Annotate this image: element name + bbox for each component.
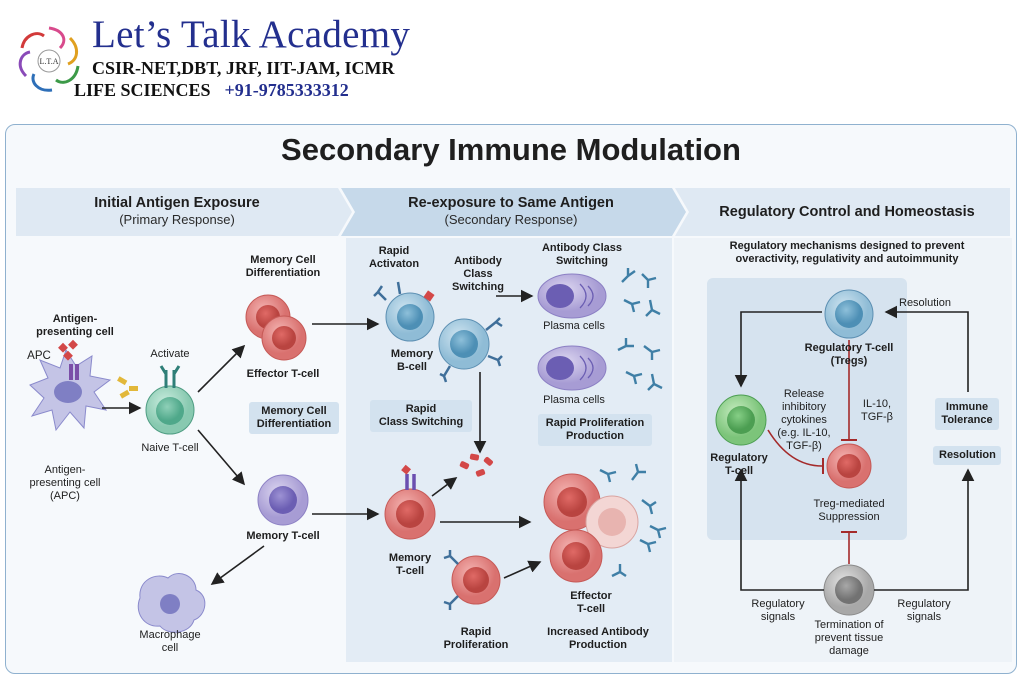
academy-logo: L.T.A bbox=[18, 26, 80, 92]
plasma-cell-1 bbox=[537, 273, 607, 319]
memory-tcell-label: Memory T-cell bbox=[246, 530, 320, 542]
memory-bcell bbox=[373, 281, 435, 342]
arrow-term-to-regt bbox=[734, 468, 824, 591]
naive-tcell bbox=[145, 365, 195, 435]
arrow-treg-to-regt bbox=[734, 311, 822, 388]
logo-text: L.T.A bbox=[40, 57, 59, 66]
section-3-title: Regulatory Control and Homeostasis bbox=[719, 204, 975, 220]
antibody-icons bbox=[599, 268, 667, 578]
plasma-cell-2 bbox=[537, 345, 607, 391]
apc-cell bbox=[29, 348, 112, 432]
treg-label: Regulatory T-cell(Tregs) bbox=[804, 342, 894, 367]
plasma-cells-label-1: Plasma cells bbox=[543, 320, 605, 332]
plasma-cells-label-2: Plasma cells bbox=[543, 394, 605, 406]
exam-list: CSIR-NET,DBT, JRF, IIT-JAM, ICMR bbox=[92, 58, 395, 78]
resolution-top-label: Resolution bbox=[899, 297, 951, 309]
activate-label: Activate bbox=[150, 348, 190, 360]
memory-tcell-primary bbox=[257, 474, 309, 526]
section-2-title: Re-exposure to Same Antigen bbox=[408, 195, 614, 211]
mhc-receptor bbox=[75, 364, 79, 380]
section-3-header-bg bbox=[675, 188, 1010, 236]
il10-label: IL-10,TGF-β bbox=[861, 398, 893, 423]
antigen-fragments bbox=[459, 453, 493, 477]
naive-tcell-label: Naive T-cell bbox=[141, 442, 199, 454]
subject-label: LIFE SCIENCES bbox=[74, 80, 211, 100]
resolution-box: Resolution bbox=[933, 446, 1001, 465]
apc-heading: Antigen-presenting cell bbox=[36, 313, 114, 338]
proliferating-tcell bbox=[443, 550, 501, 610]
arrow-naive-memory bbox=[197, 429, 246, 486]
regulatory-mechanisms-text: Regulatory mechanisms designed to preven… bbox=[729, 240, 965, 265]
bcell-class-switching bbox=[438, 317, 503, 383]
antigen-icon bbox=[58, 339, 78, 361]
arrow-memoryt-antigen bbox=[431, 477, 458, 497]
arrow-resolution-to-treg bbox=[884, 305, 969, 392]
antigen-icon bbox=[423, 290, 435, 302]
academy-name: Let’s Talk Academy bbox=[92, 13, 411, 56]
section-1-header-bg bbox=[16, 188, 352, 236]
apc-label: Antigen-presenting cell(APC) bbox=[29, 464, 101, 502]
inhibit-regt bbox=[767, 429, 823, 467]
suppressed-cell bbox=[826, 443, 872, 489]
memory-tcell-secondary bbox=[384, 464, 436, 540]
effector-tcell bbox=[245, 294, 307, 361]
arrow-naive-effector bbox=[197, 344, 246, 393]
arrow-term-to-resolution bbox=[874, 468, 975, 591]
treg-cell bbox=[824, 289, 874, 339]
section-1-title: Initial Antigen Exposure bbox=[94, 195, 260, 211]
macrophage-cell bbox=[137, 573, 206, 633]
effector-tcells-cluster bbox=[543, 473, 639, 583]
apc-tag: APC bbox=[27, 350, 51, 362]
section-2-header-bg bbox=[341, 188, 686, 236]
subject-line: LIFE SCIENCES +91-9785333312 bbox=[74, 80, 349, 101]
effector-tcell-label: Effector T-cell bbox=[246, 368, 320, 380]
antigen-fragment-icon bbox=[117, 376, 138, 399]
mhc-receptor bbox=[69, 364, 73, 380]
arrow-to-macrophage bbox=[210, 545, 265, 585]
section-2-subtitle: (Secondary Response) bbox=[444, 212, 578, 227]
arrow-prolif-effector bbox=[503, 560, 542, 579]
diagram-title: Secondary Immune Modulation bbox=[281, 132, 741, 167]
regulatory-tcell bbox=[715, 394, 767, 446]
section-1-subtitle: (Primary Response) bbox=[119, 212, 235, 227]
terminating-cell bbox=[823, 564, 875, 616]
phone-number: +91-9785333312 bbox=[224, 80, 349, 100]
